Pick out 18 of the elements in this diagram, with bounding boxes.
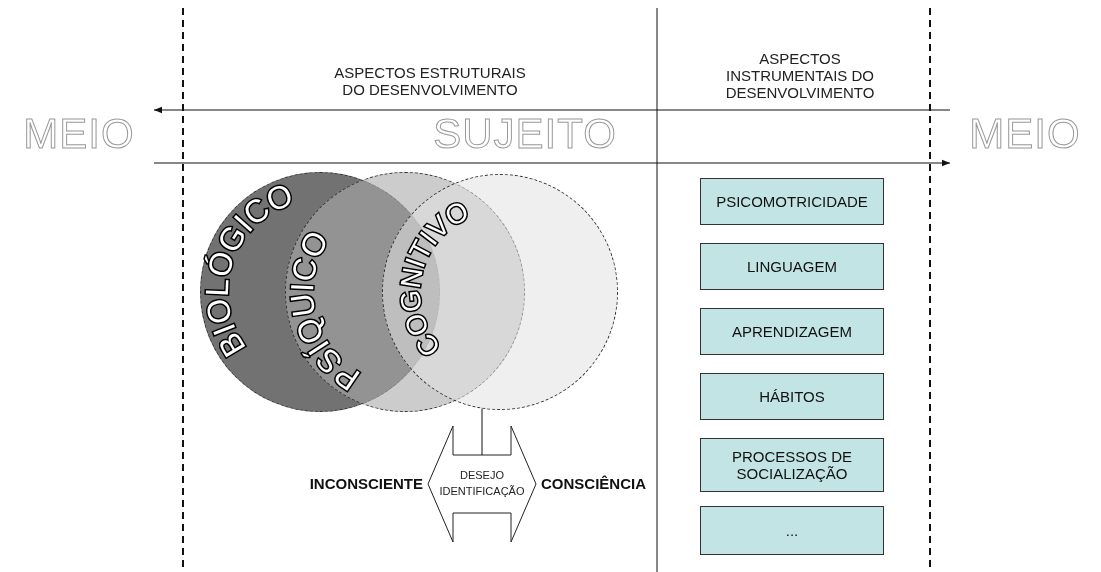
connector-line bbox=[481, 408, 483, 456]
outlined-word: MEIO bbox=[4, 113, 154, 155]
process-box: PROCESSOS DE SOCIALIZAÇÃO bbox=[700, 438, 884, 492]
arrow bbox=[153, 159, 951, 167]
process-box: PSICOMOTRICIDADE bbox=[700, 178, 884, 225]
outlined-word: MEIO bbox=[950, 113, 1100, 155]
process-box: APRENDIZAGEM bbox=[700, 308, 884, 355]
process-box: HÁBITOS bbox=[700, 373, 884, 420]
arrow bbox=[153, 106, 951, 114]
side-label: CONSCIÊNCIA bbox=[541, 475, 646, 492]
side-label: INCONSCIENTE bbox=[309, 475, 423, 492]
column-heading: ASPECTOS ESTRUTURAIS DO DESENVOLVIMENTO bbox=[333, 64, 527, 98]
outlined-word: SUJEITO bbox=[420, 113, 630, 155]
double-arrow-shape bbox=[427, 425, 537, 543]
process-box: LINGUAGEM bbox=[700, 243, 884, 290]
shape-label: DESEJO IDENTIFICAÇÃO bbox=[438, 468, 526, 499]
column-heading: ASPECTOS INSTRUMENTAIS DO DESENVOLVIMENTO bbox=[724, 50, 876, 101]
process-box: ... bbox=[700, 506, 884, 555]
